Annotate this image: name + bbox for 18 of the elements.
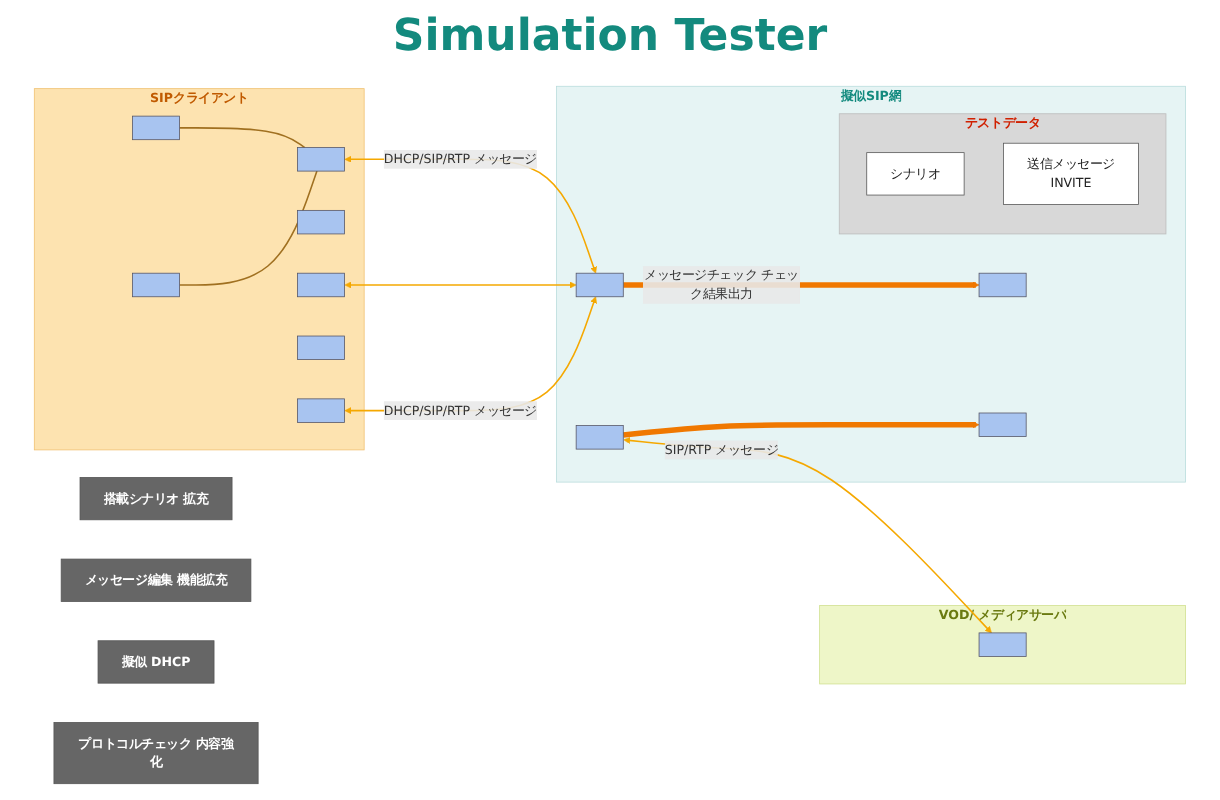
node-box <box>297 398 345 423</box>
arrow <box>623 421 980 438</box>
node-box <box>978 412 1027 437</box>
node-box <box>978 272 1027 298</box>
node-box <box>297 335 345 360</box>
node-box <box>575 425 624 450</box>
node-box <box>297 272 345 298</box>
diagram-title: Simulation Tester <box>390 12 830 62</box>
node-box <box>297 147 345 172</box>
arrow <box>344 281 577 289</box>
arrow <box>623 437 992 634</box>
node-box <box>297 209 345 235</box>
node-box <box>978 632 1027 657</box>
node-box <box>132 272 181 298</box>
node-box <box>132 115 181 141</box>
connector <box>178 170 318 286</box>
node-box <box>575 272 624 298</box>
connector <box>178 127 306 149</box>
